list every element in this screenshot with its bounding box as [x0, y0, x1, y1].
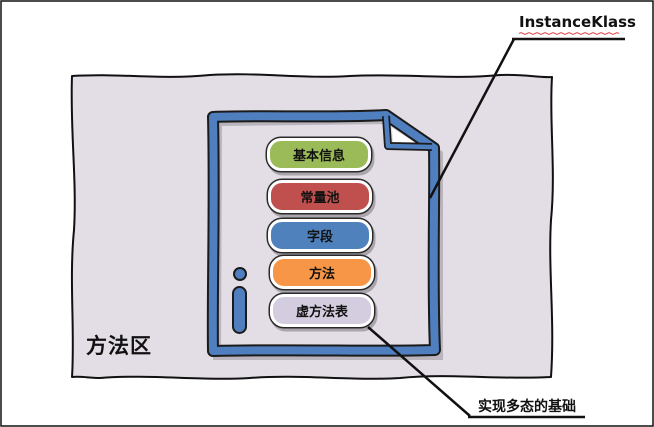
member-vtable: 虚方法表 [270, 294, 374, 327]
spellcheck-underline [519, 32, 620, 35]
member-label: 虚方法表 [295, 305, 348, 320]
member-label: 基本信息 [292, 149, 345, 164]
member-label: 字段 [306, 230, 333, 245]
instance-klass-connector [428, 38, 516, 199]
method-area-label: 方法区 [86, 334, 152, 358]
member-basic-info: 基本信息 [267, 138, 371, 171]
member-label: 方法 [308, 267, 335, 282]
polymorphism-label: 实现多态的基础 [478, 399, 576, 415]
member-constant-pool: 常量池 [268, 180, 372, 213]
document-outline-inner [208, 111, 439, 355]
member-fields: 字段 [268, 219, 372, 252]
document-fold-blue [383, 115, 433, 150]
member-methods: 方法 [270, 256, 374, 289]
instance-klass-label: InstanceKlass [519, 13, 636, 31]
member-label: 常量池 [300, 191, 340, 206]
info-icon [232, 267, 247, 334]
polymorphism-connector [367, 326, 471, 417]
document-fold-fill [392, 128, 414, 142]
